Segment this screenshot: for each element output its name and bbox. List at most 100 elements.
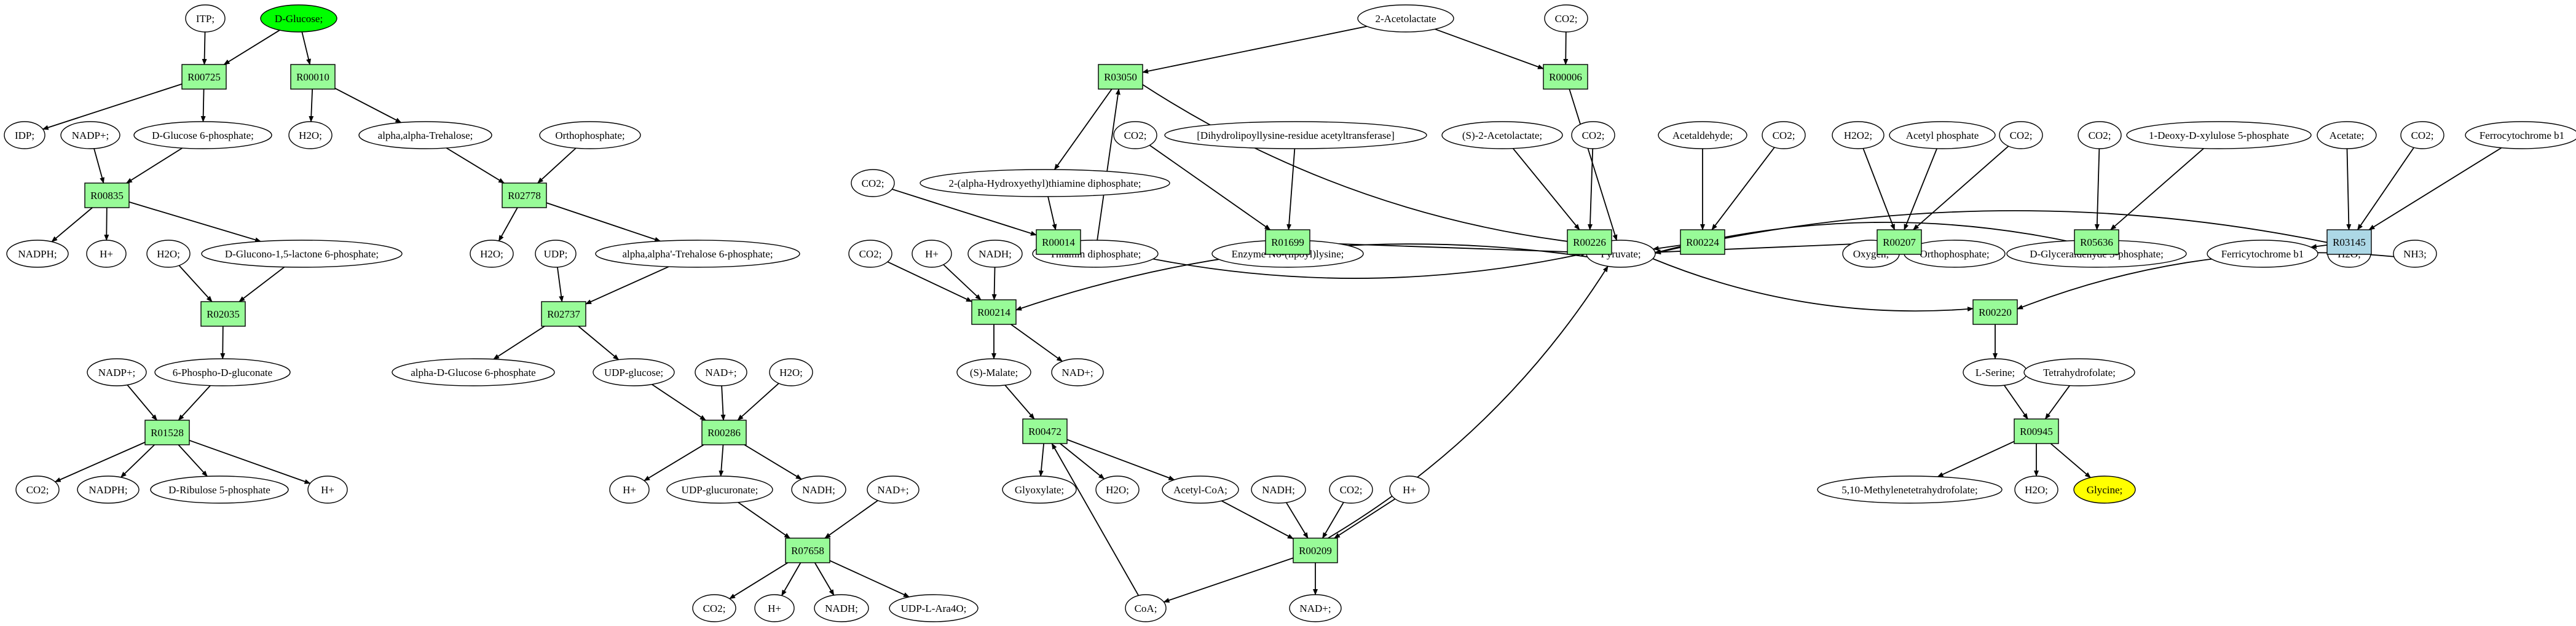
reaction-node[interactable]: R00214	[971, 299, 1017, 325]
reaction-node[interactable]: R00209	[1293, 538, 1338, 563]
metabolite-node[interactable]: Acetyl-CoA;	[1162, 475, 1239, 504]
metabolite-node[interactable]: NADPH;	[77, 475, 140, 504]
metabolite-node[interactable]: NAD+;	[1289, 594, 1342, 622]
reaction-node[interactable]: R00945	[2014, 418, 2059, 444]
reaction-node[interactable]: R00014	[1036, 229, 1081, 255]
metabolite-node[interactable]: H+	[86, 240, 127, 268]
reaction-node[interactable]: R00835	[84, 182, 130, 208]
metabolite-node[interactable]: H2O;	[769, 358, 813, 386]
reaction-box	[1265, 229, 1310, 255]
metabolite-node[interactable]: Orthophosphate;	[539, 121, 641, 149]
reaction-node[interactable]: R03145	[2326, 229, 2372, 255]
metabolite-node[interactable]: H2O;	[1095, 475, 1140, 504]
metabolite-ellipse	[146, 240, 191, 268]
metabolite-node[interactable]: NAD+;	[1051, 358, 1104, 386]
metabolite-node[interactable]: NADH;	[791, 475, 846, 504]
reaction-node[interactable]: R01528	[144, 420, 190, 445]
metabolite-node[interactable]: NAD+;	[867, 475, 920, 504]
metabolite-node[interactable]: Ferrocytochrome b1	[2465, 121, 2576, 149]
reaction-node[interactable]: R07658	[785, 538, 830, 563]
metabolite-node[interactable]: Ferricytochrome b1	[2207, 240, 2318, 268]
metabolite-node[interactable]: NADH;	[967, 240, 1023, 268]
metabolite-node[interactable]: H2O;	[470, 240, 514, 268]
metabolite-node[interactable]: NADP+;	[60, 121, 120, 149]
reaction-node[interactable]: R00220	[1972, 299, 2018, 325]
metabolite-node[interactable]: 6-Phospho-D-gluconate	[154, 358, 291, 386]
metabolite-node[interactable]: UDP-glucuronate;	[666, 475, 773, 504]
metabolite-node[interactable]: alpha,alpha'-Trehalose 6-phosphate;	[595, 240, 800, 268]
metabolite-node[interactable]: H+	[1389, 475, 1430, 504]
metabolite-node[interactable]: CO2;	[2078, 121, 2122, 149]
metabolite-node[interactable]: H+	[307, 475, 348, 504]
metabolite-node[interactable]: D-Glucose 6-phosphate;	[133, 121, 272, 149]
metabolite-node[interactable]: CO2;	[1999, 121, 2043, 149]
reaction-node[interactable]: R00725	[181, 64, 227, 90]
metabolite-node[interactable]: L-Serine;	[1963, 358, 2028, 386]
metabolite-node[interactable]: NADH;	[1251, 475, 1306, 504]
edge-m_co2_8-to-R00207	[1913, 146, 2009, 230]
metabolite-node[interactable]: (S)-2-Acetolactate;	[1441, 121, 1563, 149]
metabolite-node[interactable]: D-Ribulose 5-phosphate	[150, 475, 289, 504]
metabolite-node[interactable]: H+	[912, 240, 952, 268]
metabolite-node[interactable]: Orthophosphate;	[1904, 240, 2006, 268]
metabolite-label: (S)-2-Acetolactate;	[1462, 130, 1542, 141]
metabolite-node[interactable]: 2-(alpha-Hydroxyethyl)thiamine diphospha…	[920, 169, 1170, 197]
metabolite-node[interactable]: CO2;	[2400, 121, 2444, 149]
reaction-node[interactable]: R03050	[1098, 64, 1143, 90]
metabolite-node[interactable]: UDP-glucose;	[593, 358, 675, 386]
metabolite-node[interactable]: alpha-D-Glucose 6-phosphate	[392, 358, 555, 386]
metabolite-node[interactable]: CO2;	[692, 594, 736, 622]
metabolite-node[interactable]: NAD+;	[695, 358, 747, 386]
reaction-node[interactable]: R00472	[1022, 418, 1068, 444]
reaction-node[interactable]: R00226	[1567, 229, 1612, 255]
metabolite-node[interactable]: CO2;	[1329, 475, 1373, 504]
metabolite-node[interactable]: H2O;	[2014, 475, 2058, 504]
reaction-node[interactable]: R02035	[200, 301, 246, 327]
metabolite-node[interactable]: Acetyl phosphate	[1889, 121, 1996, 149]
metabolite-node[interactable]: CO2;	[848, 240, 892, 268]
metabolite-node[interactable]: CO2;	[1544, 4, 1588, 33]
metabolite-label: NAD+;	[705, 367, 736, 378]
reaction-node[interactable]: R00207	[1877, 229, 1922, 255]
metabolite-node[interactable]: H+	[609, 475, 650, 504]
metabolite-node[interactable]: NADP+;	[87, 358, 147, 386]
metabolite-node[interactable]: (S)-Malate;	[956, 358, 1031, 386]
metabolite-node[interactable]: ITP;	[185, 4, 226, 33]
reaction-node[interactable]: R00224	[1680, 229, 1725, 255]
metabolite-node[interactable]: Glycine;	[2073, 475, 2136, 504]
metabolite-node[interactable]: UDP-L-Ara4O;	[889, 594, 979, 622]
metabolite-node[interactable]: NADPH;	[6, 240, 69, 268]
metabolite-node[interactable]: H2O2;	[1832, 121, 1885, 149]
metabolite-node[interactable]: [Dihydrolipoyllysine-residue acetyltrans…	[1164, 121, 1427, 149]
metabolite-node[interactable]: CO2;	[1571, 121, 1615, 149]
metabolite-node[interactable]: H2O;	[288, 121, 333, 149]
metabolite-node[interactable]: CO2;	[851, 169, 895, 197]
metabolite-node[interactable]: 5,10-Methylenetetrahydrofolate;	[1817, 475, 2003, 504]
metabolite-node[interactable]: Tetrahydrofolate;	[2023, 358, 2135, 386]
reaction-node[interactable]: R02778	[502, 182, 547, 208]
metabolite-node[interactable]: IDP;	[4, 121, 45, 149]
reaction-node[interactable]: R00010	[290, 64, 336, 90]
reaction-node[interactable]: R02737	[541, 301, 586, 327]
reaction-node[interactable]: R01699	[1265, 229, 1310, 255]
metabolite-node[interactable]: 2-Acetolactate	[1357, 4, 1454, 33]
metabolite-node[interactable]: H2O;	[146, 240, 191, 268]
metabolite-node[interactable]: UDP;	[535, 240, 577, 268]
metabolite-node[interactable]: H+	[754, 594, 795, 622]
metabolite-node[interactable]: alpha,alpha-Trehalose;	[358, 121, 492, 149]
metabolite-node[interactable]: CO2;	[1113, 121, 1157, 149]
metabolite-node[interactable]: D-Glucose;	[260, 4, 337, 33]
reaction-node[interactable]: R00006	[1543, 64, 1588, 90]
metabolite-node[interactable]: NH3;	[2393, 240, 2437, 268]
metabolite-node[interactable]: NADH;	[814, 594, 869, 622]
reaction-node[interactable]: R00286	[701, 420, 747, 445]
metabolite-node[interactable]: Acetaldehyde;	[1658, 121, 1747, 149]
metabolite-node[interactable]: Acetate;	[2317, 121, 2377, 149]
reaction-node[interactable]: R05636	[2074, 229, 2119, 255]
metabolite-node[interactable]: CO2;	[1762, 121, 1806, 149]
metabolite-node[interactable]: Glyoxylate;	[1002, 475, 1077, 504]
metabolite-node[interactable]: 1-Deoxy-D-xylulose 5-phosphate	[2126, 121, 2312, 149]
metabolite-node[interactable]: D-Glucono-1,5-lactone 6-phosphate;	[201, 240, 403, 268]
metabolite-node[interactable]: CoA;	[1125, 594, 1167, 622]
metabolite-node[interactable]: CO2;	[15, 475, 60, 504]
